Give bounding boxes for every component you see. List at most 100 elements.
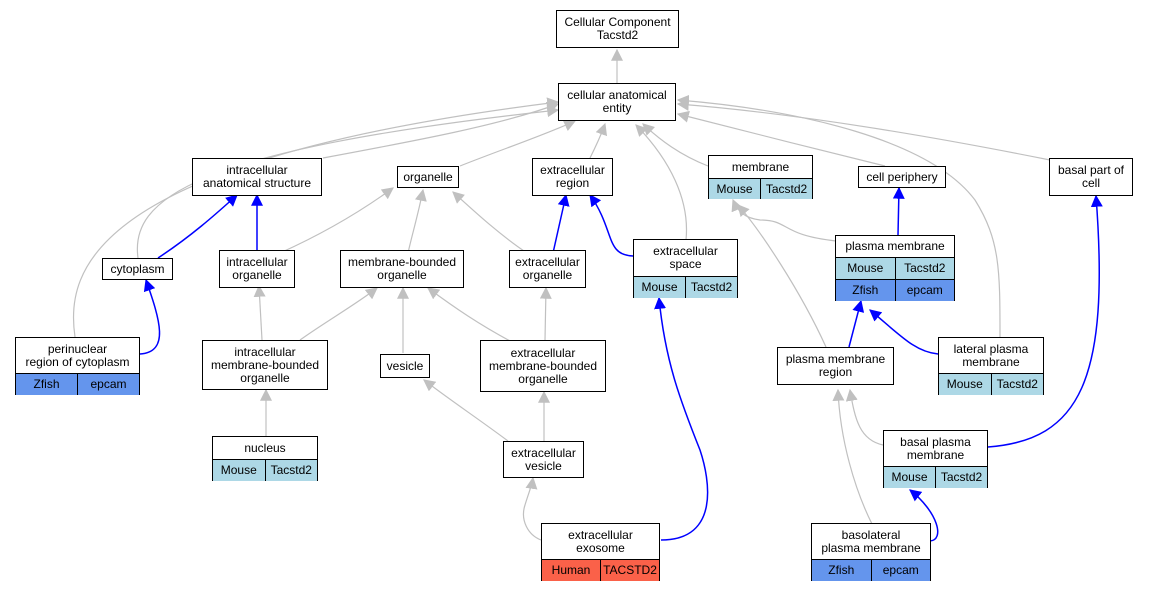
node-nucleus[interactable]: nucleus Mouse Tacstd2 [212,436,318,481]
gene-cell: epcam [870,560,930,581]
node-label: intracellular organelle [226,255,288,282]
node-label: organelle [403,169,453,184]
edge-is-a [676,110,886,167]
node-intracellular-organelle[interactable]: intracellular organelle [219,250,295,288]
gene-cell: Tacstd2 [685,277,737,298]
edge-part-of [589,194,634,257]
species-cell: Mouse [939,374,991,395]
edge-part-of [654,296,709,541]
node-label: extracellular region [540,163,605,190]
node-plasma-membrane-region[interactable]: plasma membrane region [777,347,894,385]
edge-is-a [589,122,608,159]
edge-part-of [157,194,238,259]
node-extracellular-space[interactable]: extracellular space Mouse Tacstd2 [633,239,738,298]
node-extracellular-membrane-bounded-organelle[interactable]: extracellular membrane-bounded organelle [480,340,606,392]
edge-is-a [731,198,837,242]
node-label: vesicle [386,358,424,373]
node-vesicle[interactable]: vesicle [380,354,430,378]
node-cellular-anatomical-entity[interactable]: cellular anatomical entity [558,83,676,121]
species-cell: Zfish [836,280,895,301]
node-label: basolateral plasma membrane [821,527,921,555]
node-label: cytoplasm [110,261,165,276]
node-label: extracellular space [653,244,718,271]
node-label: plasma membrane region [785,352,886,379]
node-label: intracellular anatomical structure [202,163,312,190]
species-cell: Mouse [836,258,895,279]
edge-part-of [987,194,1103,448]
edge-part-of [139,278,161,355]
edge-is-a [539,286,552,341]
species-cell: Mouse [709,179,760,199]
node-extracellular-exosome[interactable]: extracellular exosome Human TACSTD2 [541,523,660,581]
gene-cell: Tacstd2 [264,460,317,481]
gene-cell: TACSTD2 [600,560,659,581]
node-lateral-plasma-membrane[interactable]: lateral plasma membrane Mouse Tacstd2 [938,337,1044,395]
node-cell-periphery[interactable]: cell periphery [858,166,946,188]
gene-cell: epcam [894,280,954,301]
edge-is-a [845,388,884,446]
gene-cell: Tacstd2 [760,179,812,199]
edge-is-a [452,191,528,254]
species-cell: Mouse [884,467,935,488]
edge-part-of [892,186,905,236]
node-plasma-membrane[interactable]: plasma membrane Mouse Tacstd2 Zfish epca… [835,235,955,301]
node-basolateral-plasma-membrane[interactable]: basolateral plasma membrane Zfish epcam [811,523,931,581]
edge-is-a [676,94,1001,338]
gene-cell: Tacstd2 [990,374,1043,395]
node-organelle[interactable]: organelle [397,166,459,188]
edge-is-a [423,379,509,442]
node-label: plasma membrane [845,239,945,253]
species-cell: Mouse [213,460,265,481]
edge-is-a [522,476,542,541]
node-perinuclear-region-of-cytoplasm[interactable]: perinuclear region of cytoplasm Zfish ep… [15,337,140,395]
edge-part-of [909,489,939,542]
edge-is-a [737,204,827,348]
node-extracellular-vesicle[interactable]: extracellular vesicle [503,441,584,478]
gene-cell: Tacstd2 [894,258,954,279]
gene-cell: Tacstd2 [935,467,987,488]
node-label: intracellular membrane-bounded organelle [210,344,320,385]
edge-part-of [552,193,570,254]
node-intracellular-membrane-bounded-organelle[interactable]: intracellular membrane-bounded organelle [202,340,328,390]
edge-is-a [427,287,513,343]
node-label: membrane [731,159,790,174]
species-cell: Mouse [634,277,685,298]
gene-cell: epcam [77,374,139,395]
node-cellular-component[interactable]: Cellular Component Tacstd2 [556,10,679,48]
node-label: extracellular organelle [515,255,580,282]
species-cell: Zfish [16,374,77,395]
edge-is-a [635,124,688,241]
node-extracellular-organelle[interactable]: extracellular organelle [509,250,586,288]
edge-is-a [322,102,560,159]
edge-is-a [642,123,709,167]
node-basal-plasma-membrane[interactable]: basal plasma membrane Mouse Tacstd2 [883,430,988,488]
node-label: cell periphery [866,169,938,184]
node-label: perinuclear region of cytoplasm [25,341,130,369]
edge-is-a [72,97,560,338]
edge-is-a [253,284,266,341]
node-label: basal part of cell [1057,163,1125,190]
node-label: cellular anatomical entity [567,88,667,115]
node-label: basal plasma membrane [900,434,971,462]
node-extracellular-region[interactable]: extracellular region [532,158,613,196]
node-label: extracellular exosome [568,527,633,555]
node-membrane-bounded-organelle[interactable]: membrane-bounded organelle [340,250,464,288]
edge-is-a [676,98,1051,161]
edge-is-a [407,188,427,254]
node-label: membrane-bounded organelle [347,255,457,282]
edge-is-a [299,287,378,341]
node-label: lateral plasma membrane [953,341,1029,369]
edge-is-a [832,388,873,525]
node-membrane[interactable]: membrane Mouse Tacstd2 [708,155,813,199]
node-label: Cellular Component Tacstd2 [564,15,671,42]
node-basal-part-of-cell[interactable]: basal part of cell [1049,158,1133,196]
edge-is-a [459,120,577,167]
edge-is-a [279,187,394,254]
species-cell: Zfish [812,560,871,581]
node-cytoplasm[interactable]: cytoplasm [102,258,173,280]
node-intracellular-anatomical-structure[interactable]: intracellular anatomical structure [192,158,322,196]
edge-part-of [848,299,865,348]
node-label: extracellular vesicle [511,445,576,473]
edge-part-of [869,309,939,355]
